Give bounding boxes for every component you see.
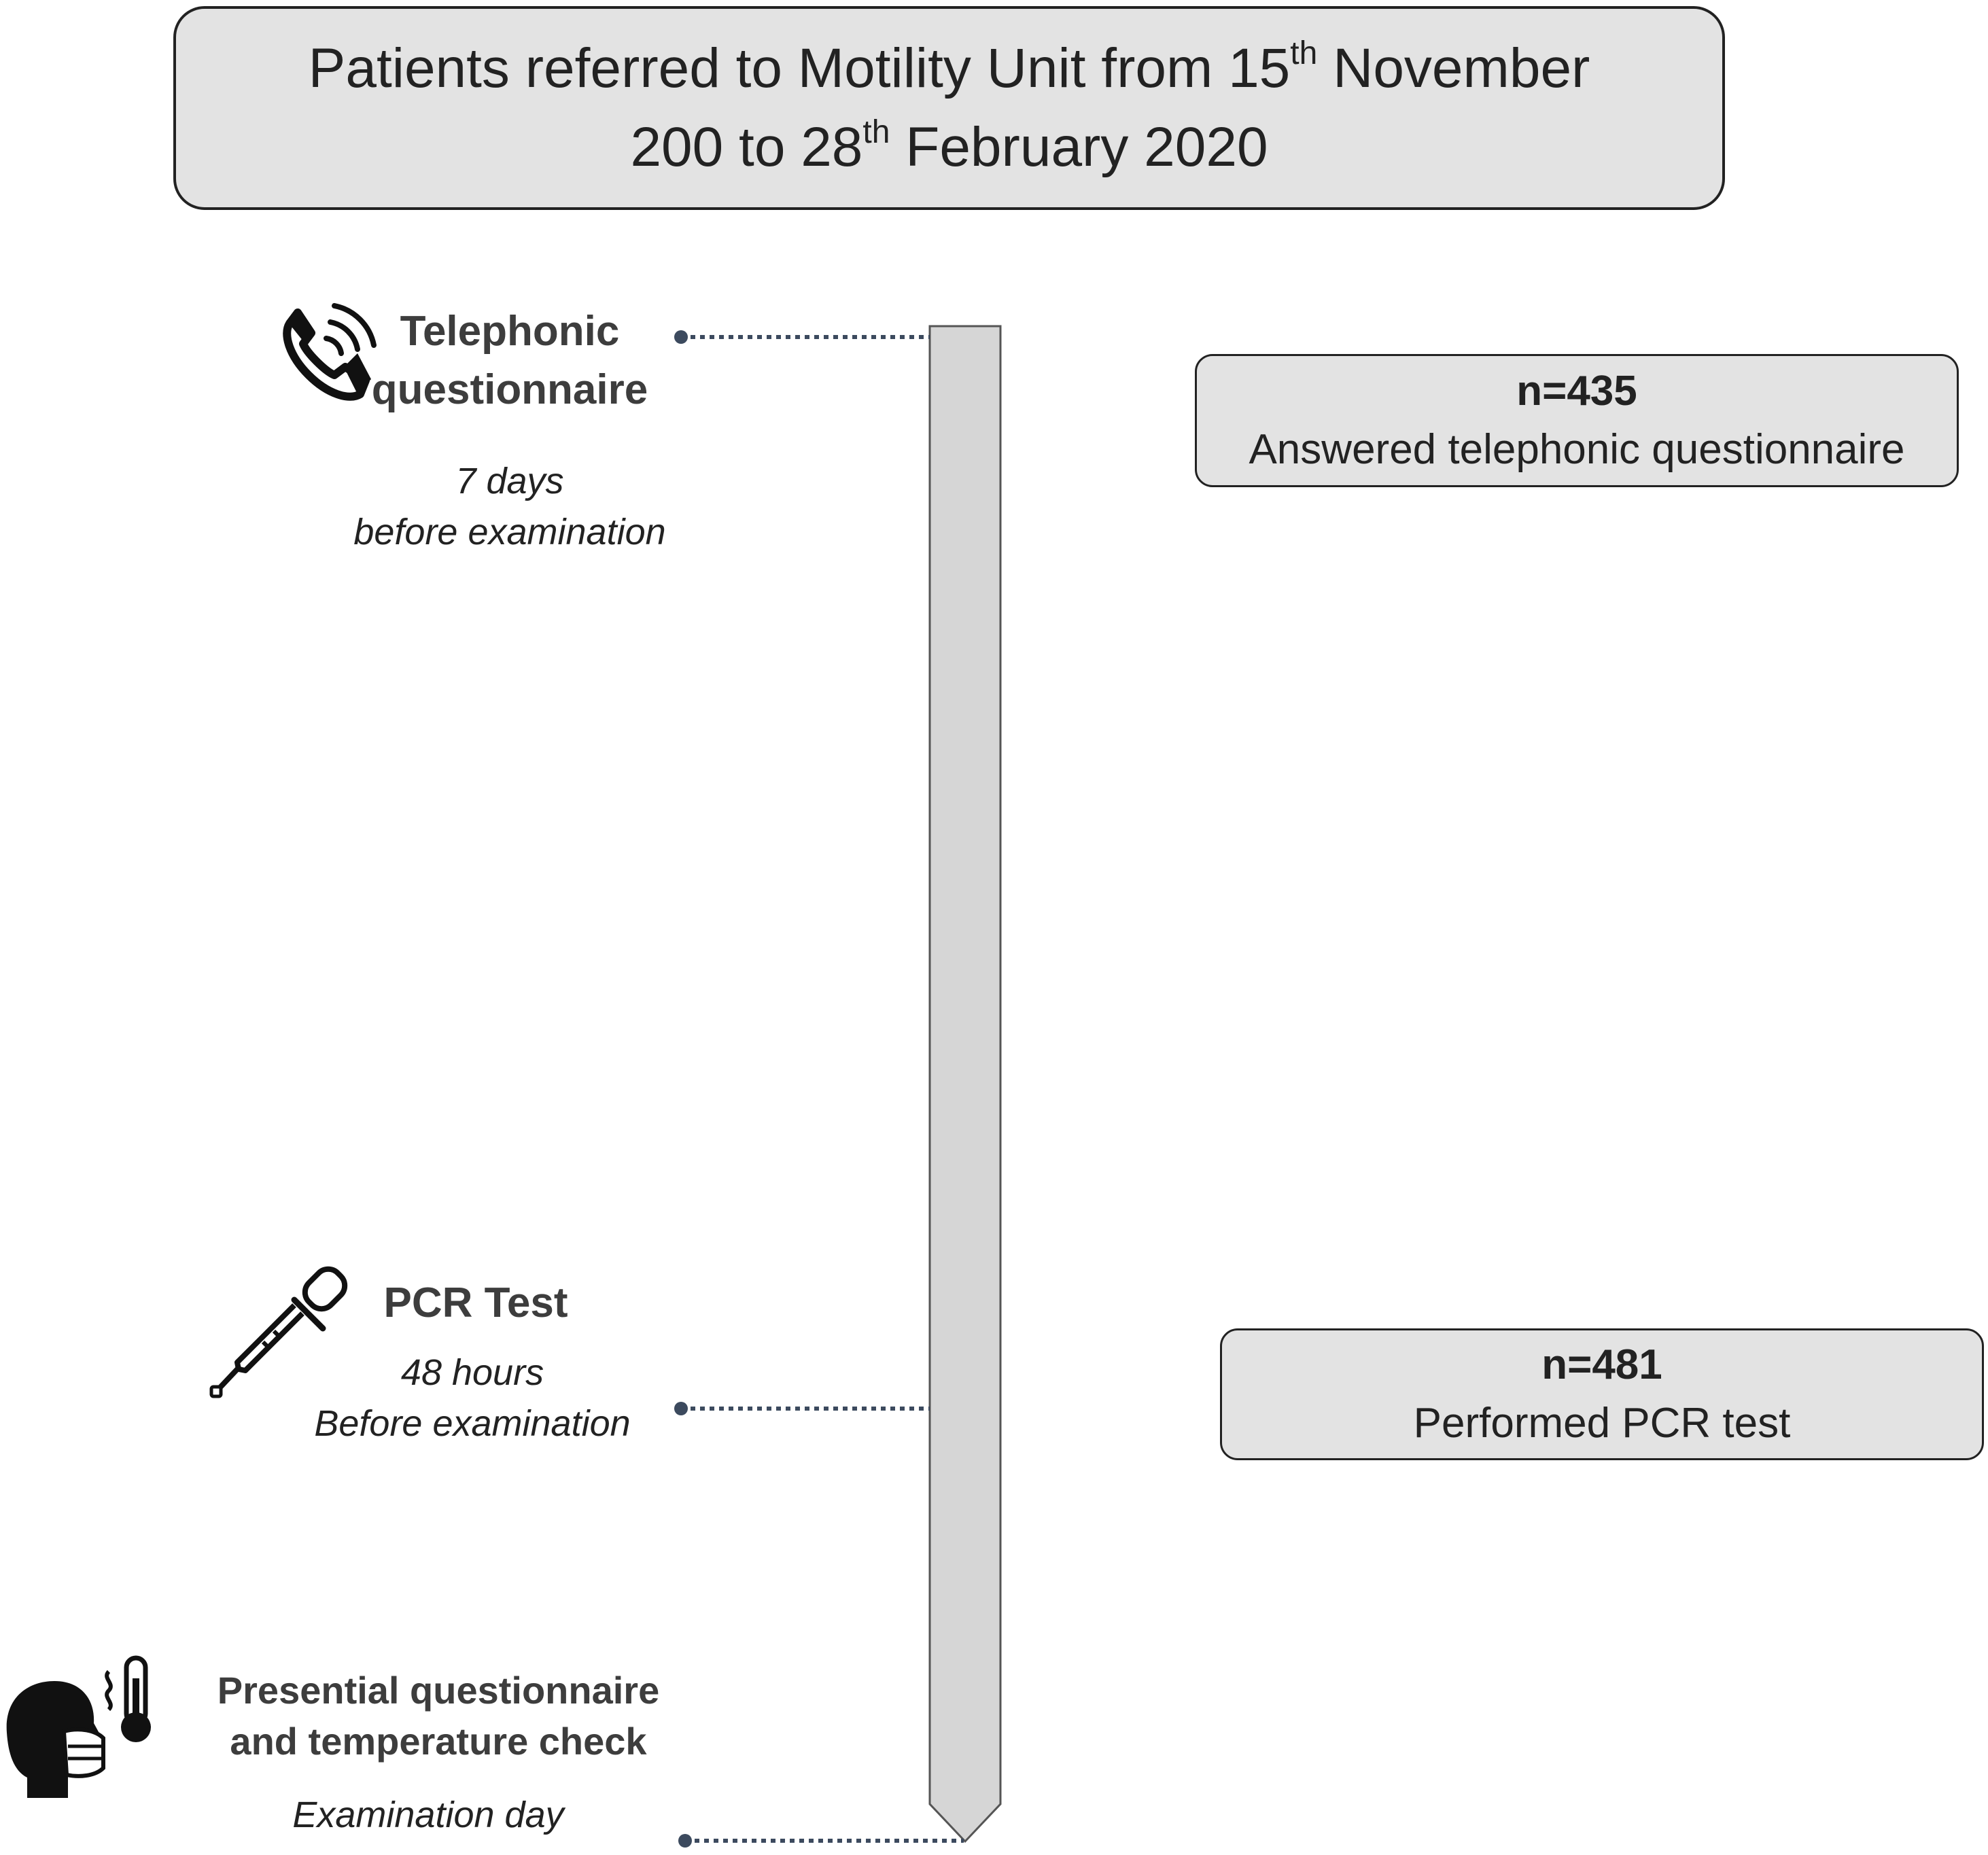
connector-dot-examination <box>678 1834 692 1848</box>
connector-examination <box>678 1834 964 1848</box>
masked-person-thermometer-icon <box>6 1655 151 1798</box>
connector-dot-telephonic <box>674 330 688 344</box>
step-presential-title: Presential questionnaire and temperature… <box>204 1665 673 1767</box>
step-pcr-timing-line-2: Before examination <box>314 1403 631 1444</box>
step-pcr-timing-line-1: 48 hours <box>400 1352 544 1393</box>
title-line-2-superscript: th <box>862 114 890 150</box>
result-box-pcr: n=481 Performed PCR test <box>1220 1328 1984 1460</box>
telephone-icon <box>283 303 377 401</box>
timeline-bar <box>928 325 1002 1843</box>
step-presential-timing: Examination day <box>231 1790 625 1841</box>
result-count-telephonic: n=435 <box>1516 368 1637 414</box>
title-line-1-text: Patients referred to Motility Unit from … <box>308 37 1291 99</box>
title-line-2-suffix: February 2020 <box>890 116 1268 178</box>
step-telephonic-timing-line-2: before examination <box>353 512 666 552</box>
step-telephonic-timing-line-1: 7 days <box>455 461 564 501</box>
title-line-2-text: 200 to 28 <box>630 116 863 178</box>
step-pcr-timing: 48 hours Before examination <box>275 1347 669 1449</box>
step-telephonic-title-line-2: questionnaire <box>371 366 648 413</box>
result-description-pcr: Performed PCR test <box>1413 1400 1791 1447</box>
title-box: Patients referred to Motility Unit from … <box>173 6 1725 210</box>
result-description-telephonic: Answered telephonic questionnaire <box>1249 426 1905 473</box>
title-line-1-superscript: th <box>1290 35 1318 71</box>
result-box-telephonic: n=435 Answered telephonic questionnaire <box>1195 354 1959 487</box>
step-presential-timing-line-1: Examination day <box>292 1795 564 1835</box>
pipette-icon <box>209 1266 348 1398</box>
connector-telephonic <box>674 330 930 344</box>
step-presential-title-line-1: Presential questionnaire <box>217 1669 660 1712</box>
step-telephonic-timing: 7 days before examination <box>313 456 707 558</box>
title-line-1-suffix: November <box>1317 37 1590 99</box>
step-pcr-title: PCR Test <box>340 1274 612 1332</box>
title-line-2: 200 to 28th February 2020 <box>630 108 1268 187</box>
step-presential-title-line-2: and temperature check <box>230 1720 647 1763</box>
step-telephonic-title-line-1: Telephonic <box>400 308 620 355</box>
connector-dot-pcr <box>674 1402 688 1415</box>
result-count-pcr: n=481 <box>1541 1341 1662 1388</box>
step-telephonic-title: Telephonic questionnaire <box>353 302 666 419</box>
title-line-1: Patients referred to Motility Unit from … <box>309 29 1590 108</box>
connector-pcr <box>674 1402 930 1415</box>
step-pcr-title-line-1: PCR Test <box>383 1279 568 1326</box>
